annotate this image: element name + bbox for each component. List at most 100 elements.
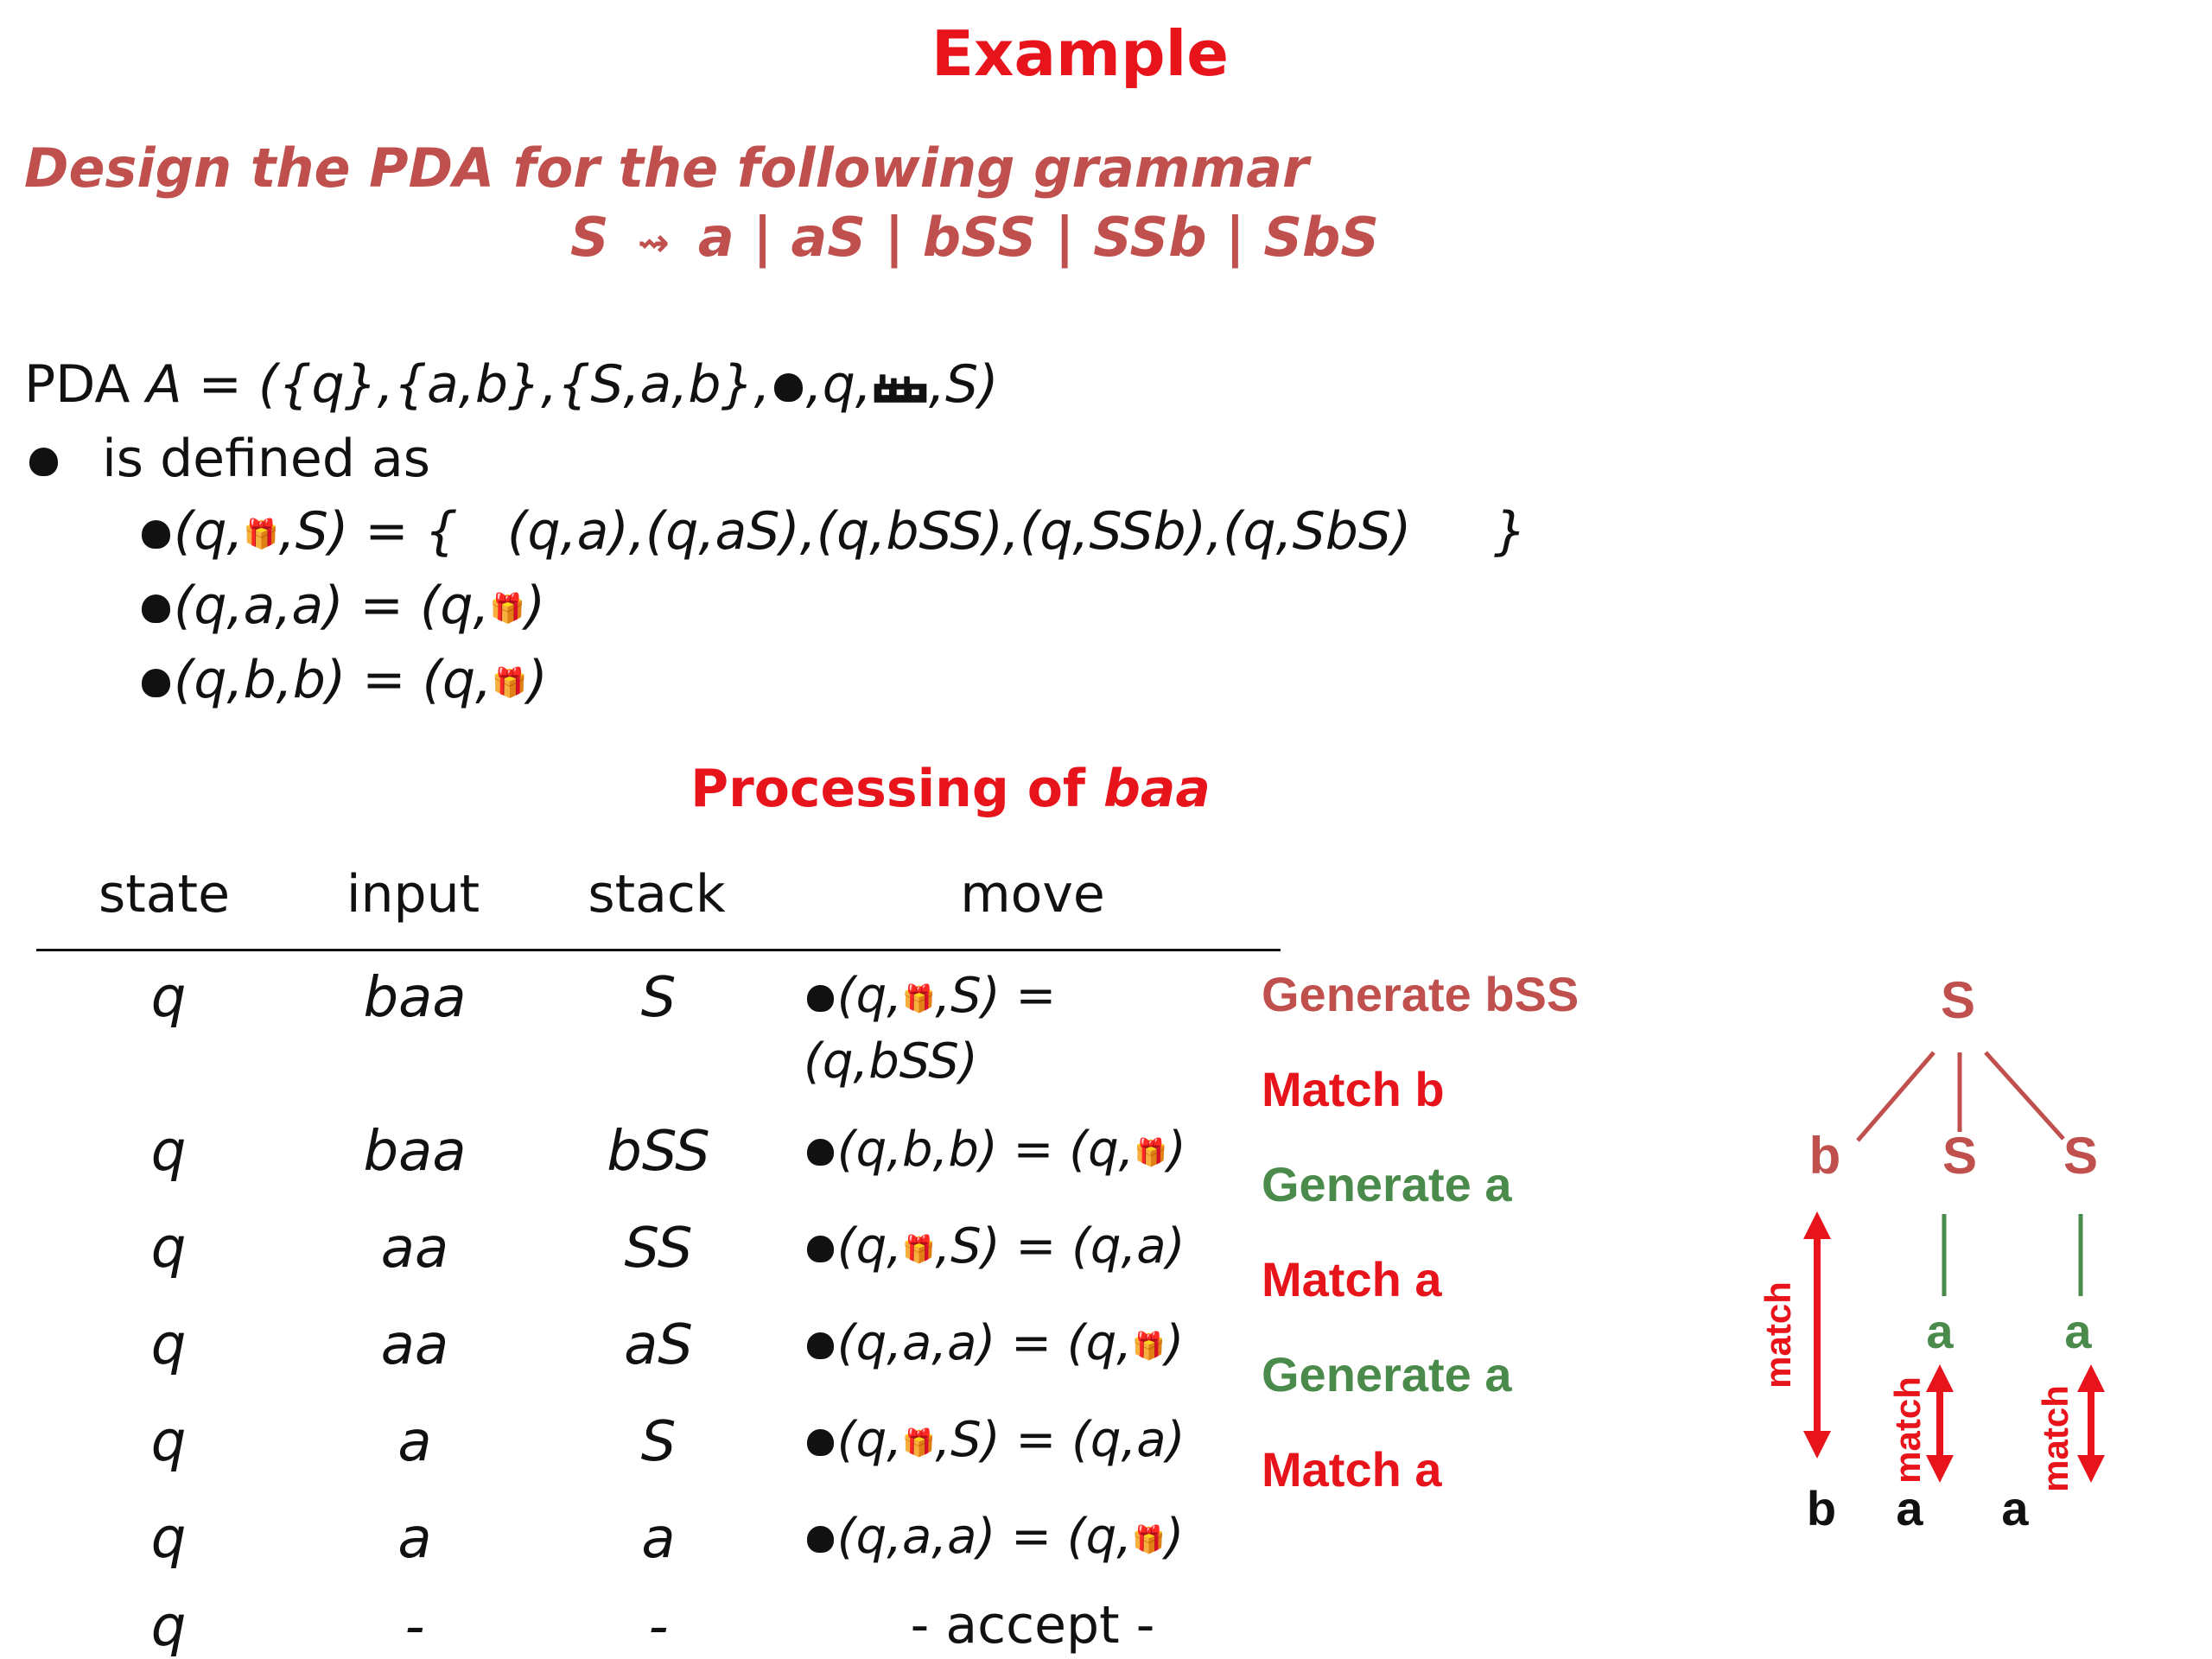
pda-tuple-mid: ,q, xyxy=(805,354,872,415)
cell-state: q xyxy=(150,1217,187,1281)
tree-generated: a xyxy=(1926,1304,1954,1358)
cell-input: a xyxy=(397,1507,432,1571)
step-note: Generate a xyxy=(1262,1157,1512,1211)
cell-stack: S xyxy=(640,1410,677,1474)
cell-move: (q,a,a) = (q,🎁) xyxy=(804,1509,1184,1565)
cell-move-continued: (q,bSS) xyxy=(804,1033,978,1090)
pda-prefix: PDA xyxy=(24,354,130,415)
cell-input: baa xyxy=(363,966,467,1030)
column-header-state: state xyxy=(99,864,230,925)
delta-rule-3: (q,b,b) = (q,🎁) xyxy=(138,650,548,710)
slide-title: Example xyxy=(931,17,1230,90)
cell-state: q xyxy=(150,1313,187,1377)
grammar-rule: S ⇝ a | aS | bSS | SSb | SbS xyxy=(570,206,1379,269)
step-note: Generate bSS xyxy=(1262,967,1580,1021)
match-label: match xyxy=(1758,1281,1798,1389)
pda-equals: = xyxy=(181,354,258,415)
delta-definition-line: is defined as xyxy=(26,429,430,489)
step-note: Match b xyxy=(1262,1062,1445,1116)
epsilon-symbol-icon: 🎁 xyxy=(1132,1331,1166,1363)
move-text: (q,b,b) = (q, xyxy=(836,1122,1135,1178)
move-text: (q, xyxy=(836,1412,902,1468)
grammar-rhs: a | aS | bSS | SSb | SbS xyxy=(697,206,1380,269)
tree-child: S xyxy=(1942,1127,1977,1185)
tree-leaf: b xyxy=(1807,1481,1836,1535)
epsilon-symbol-icon: 🎁 xyxy=(1134,1137,1167,1169)
move-text: ) xyxy=(1165,1509,1185,1565)
epsilon-symbol-icon: 🎁 xyxy=(902,983,936,1015)
cell-move: (q,a,a) = (q,🎁) xyxy=(804,1315,1184,1371)
design-instruction: Design the PDA for the following grammar xyxy=(24,137,1309,200)
tree-generated: a xyxy=(2064,1304,2092,1358)
delta-symbol-icon xyxy=(807,1139,834,1166)
pda-name: A xyxy=(146,354,182,415)
processing-label: Processing of xyxy=(690,759,1103,819)
cell-state: q xyxy=(150,1595,187,1659)
cell-move: (q,🎁,S) = (q,a) xyxy=(804,1412,1185,1468)
move-text: ,S) = (q,a) xyxy=(935,1218,1185,1274)
move-text: ,S) = (q,a) xyxy=(935,1412,1185,1468)
cell-stack: SS xyxy=(624,1217,693,1281)
cell-stack: bSS xyxy=(607,1120,710,1184)
delta-symbol-icon xyxy=(773,372,803,402)
epsilon-symbol-icon: 🎁 xyxy=(243,517,279,551)
processing-heading: Processing of baa xyxy=(0,759,1901,819)
move-text: ,S) = xyxy=(935,968,1057,1024)
cell-input: aa xyxy=(380,1313,449,1377)
defined-as-text: is defined as xyxy=(102,429,430,489)
tree-child: S xyxy=(2063,1127,2098,1185)
move-text: (q,a,a) = (q, xyxy=(836,1315,1132,1371)
tree-edge xyxy=(1984,1051,2065,1141)
cell-input: baa xyxy=(363,1120,467,1184)
delta-rule-2-lhs: (q,a,a) xyxy=(174,575,344,636)
cell-stack: a xyxy=(641,1507,676,1571)
cell-stack: S xyxy=(640,966,677,1030)
delta-symbol-icon xyxy=(807,1236,834,1263)
cell-move: (q,🎁,S) = (q,a) xyxy=(804,1218,1185,1274)
epsilon-symbol-icon: 🎁 xyxy=(902,1427,936,1459)
column-header-move: move xyxy=(960,864,1105,925)
cell-state: q xyxy=(150,1410,187,1474)
pda-definition: PDA A = ({q},{a,b},{S,a,b}, ,q, ,S) xyxy=(24,354,999,415)
step-note: Generate a xyxy=(1262,1347,1512,1402)
cell-stack: - xyxy=(648,1595,669,1659)
delta-symbol-icon xyxy=(142,668,170,697)
cell-state: q xyxy=(150,1120,187,1184)
cell-input: a xyxy=(397,1410,432,1474)
delta-symbol-icon xyxy=(807,985,834,1013)
tree-edge xyxy=(1856,1051,1936,1142)
move-text: ) xyxy=(1166,1122,1186,1178)
move-text: ) xyxy=(1165,1315,1185,1371)
table-header-divider xyxy=(36,949,1281,951)
grammar-lhs: S xyxy=(570,206,609,269)
processing-word: baa xyxy=(1103,759,1211,819)
cell-state: q xyxy=(150,966,187,1030)
cell-stack: aS xyxy=(624,1313,693,1377)
delta-symbol-icon xyxy=(807,1332,834,1360)
delta-rule-3-rhs: = (q, xyxy=(346,650,493,710)
stack-bottom-symbol-icon xyxy=(874,374,927,403)
delta-rule-3-lhs: (q,b,b) xyxy=(174,650,346,710)
move-text: (q, xyxy=(836,1218,902,1274)
epsilon-symbol-icon: 🎁 xyxy=(489,591,525,626)
step-note: Match a xyxy=(1262,1252,1442,1306)
delta-symbol-icon xyxy=(142,594,170,623)
delta-rule-1-rhs: = { (q,a),(q,aS),(q,bSS),(q,SSb),(q,SbS)… xyxy=(348,501,1527,562)
pda-tuple-close: ,S) xyxy=(928,354,999,415)
delta-symbol-icon xyxy=(29,447,58,476)
pda-tuple-open: ({q},{a,b},{S,a,b}, xyxy=(257,354,771,415)
delta-rule-1: (q,🎁,S) = { (q,a),(q,aS),(q,bSS),(q,SSb)… xyxy=(138,501,1527,562)
move-text: (q, xyxy=(836,968,902,1024)
epsilon-symbol-icon: 🎁 xyxy=(1132,1524,1166,1556)
delta-rule-2-rhs: = (q, xyxy=(343,575,490,636)
match-label: match xyxy=(1887,1376,1928,1484)
parse-tree-diagram: S b S S a a match match match b a a xyxy=(1758,971,2105,1535)
tree-leaf: a xyxy=(1896,1481,1923,1535)
delta-rule-1-lhs: (q, xyxy=(174,501,244,562)
cell-state: q xyxy=(150,1507,187,1571)
column-header-stack: stack xyxy=(588,864,726,925)
cell-move: - accept - xyxy=(910,1595,1155,1656)
cell-move: (q,🎁,S) = xyxy=(804,968,1056,1024)
column-header-input: input xyxy=(346,864,480,925)
delta-symbol-icon xyxy=(142,519,170,549)
